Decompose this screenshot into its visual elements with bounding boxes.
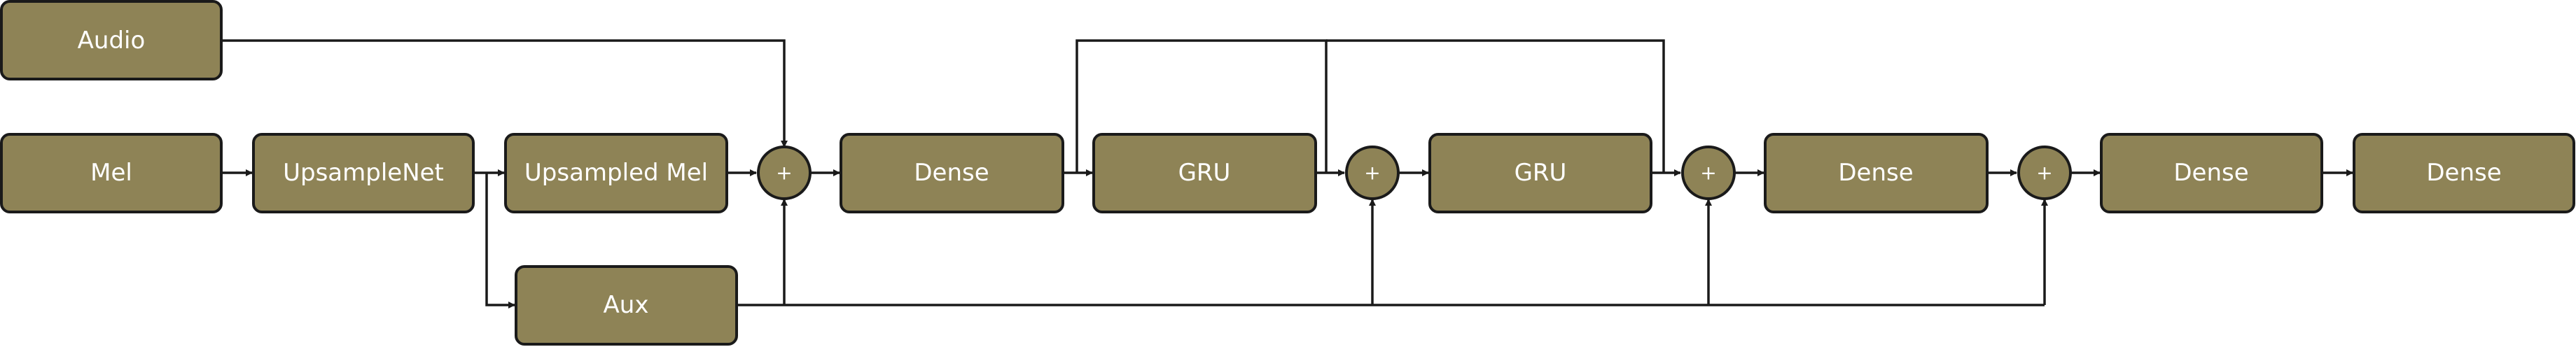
connections — [221, 39, 2353, 309]
node-gru-2-label: GRU — [1515, 159, 1567, 187]
node-gru-1-label: GRU — [1178, 159, 1231, 187]
node-upsamplenet-label: UpsampleNet — [283, 159, 444, 187]
node-dense-1-label: Dense — [914, 159, 989, 187]
sum-node-1-label: + — [776, 162, 792, 185]
node-dense-2: Dense — [1764, 133, 1989, 213]
sum-node-3-label: + — [1700, 162, 1716, 185]
node-dense-4-label: Dense — [2426, 159, 2501, 187]
node-dense-2-label: Dense — [1838, 159, 1913, 187]
node-aux: Aux — [515, 265, 738, 346]
node-mel-label: Mel — [90, 159, 132, 187]
node-gru-1: GRU — [1092, 133, 1317, 213]
sum-node-4: + — [2017, 146, 2072, 200]
edge-audio-sum1 — [221, 39, 788, 148]
node-upsamplenet: UpsampleNet — [252, 133, 475, 213]
node-dense-3-label: Dense — [2173, 159, 2248, 187]
sum-node-2-label: + — [1364, 162, 1380, 185]
node-dense-3: Dense — [2100, 133, 2323, 213]
sum-node-4-label: + — [2036, 162, 2052, 185]
sum-node-2: + — [1345, 146, 1400, 200]
node-audio: Audio — [0, 0, 223, 80]
node-upsampled-mel: Upsampled Mel — [504, 133, 728, 213]
edge-sum2-skip — [1326, 39, 1665, 173]
node-aux-label: Aux — [604, 291, 649, 319]
node-dense-4: Dense — [2353, 133, 2575, 213]
node-upsampled-mel-label: Upsampled Mel — [524, 159, 708, 187]
node-mel: Mel — [0, 133, 223, 213]
sum-node-1: + — [757, 146, 812, 200]
node-gru-2: GRU — [1428, 133, 1652, 213]
node-audio-label: Audio — [78, 27, 146, 55]
node-dense-1: Dense — [840, 133, 1064, 213]
sum-node-3: + — [1681, 146, 1736, 200]
edge-dense1-skip — [1075, 39, 1328, 173]
edge-upsamplenet-aux — [485, 173, 515, 309]
